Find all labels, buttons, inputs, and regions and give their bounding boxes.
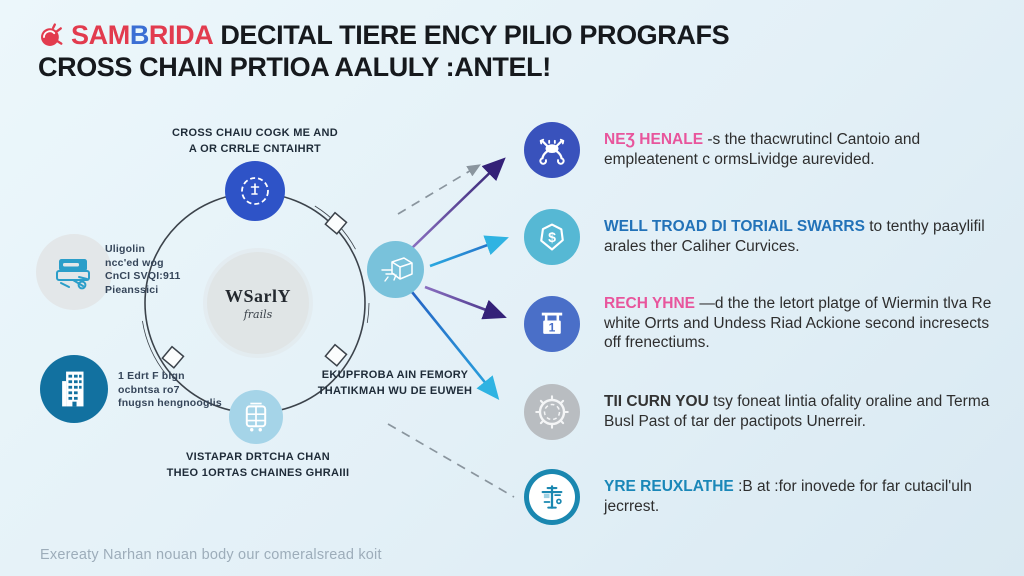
title-line2-text: CROSS CHAIN PRTIOA AALULY :ANTEL! (38, 52, 551, 82)
fan-arrows (410, 157, 509, 401)
title-line1-text: DECITAL TIERE ENCY PILIO PROGRAFS (220, 20, 730, 50)
item-4-text: TII CURN YOU tsy foneat lintia ofality o… (604, 392, 1000, 431)
arrow-to-item-1 (411, 157, 506, 249)
compass-icon (535, 395, 569, 429)
list-item: $ WELL TROAD DI TORIAIL SWARRS to tenthy… (524, 209, 1000, 265)
left-item-2-line1: 1 Edrt F blgn (118, 370, 185, 382)
item-5-text: YRE REUXLATHE :B at :for inovede for far… (604, 477, 1000, 516)
item-3-heading: RECH YHNE (604, 295, 696, 312)
center-title: WSarlY (225, 285, 291, 306)
item-3-body: —d the the letort platge of Wiermin tlva… (604, 295, 992, 352)
left-item-1-line4: Pieanssici (105, 283, 159, 296)
svg-text:1: 1 (549, 320, 556, 334)
item-4-icon-circle (524, 384, 580, 440)
logo-text: SAMBRIDA (71, 20, 214, 50)
list-item: YRE REUXLATHE :B at :for inovede for far… (524, 469, 1000, 525)
left-item-1-line3: CnCI SVQI:911 (105, 270, 181, 283)
ring-top-label-line2: A OR CRRLE CNTAIHRT (188, 142, 322, 155)
svg-text:$: $ (548, 230, 556, 246)
mid-label-line2: THATIKMAH WU DE EUWEH (317, 384, 473, 397)
item-2-heading: WELL TROAD DI TORIAIL SWARRS (604, 218, 865, 236)
cube-machine-icon (380, 256, 413, 282)
ring-connector-square (324, 211, 348, 235)
ring-bottom-label: VISTAPAR DRTCHA CHAN THEO 1ORTAS CHAINES… (108, 450, 408, 482)
item-1-icon-circle (524, 122, 580, 178)
hub-node (367, 241, 424, 298)
drone-icon (539, 138, 565, 165)
item-1-heading: NEƷ HENALE (604, 131, 704, 149)
dashed-line-top (397, 164, 481, 215)
left-item-2-label: 1 Edrt F blgn ocbntsa ro7 fnugsn hengnoo… (118, 370, 248, 411)
coin-globe-node (225, 161, 285, 221)
item-5-heading: YRE REUXLATHE (604, 478, 734, 496)
crab-logo-icon (38, 22, 64, 49)
ring-top-label-line1: CROSS CHAIU COGK ME AND (172, 127, 338, 139)
list-item: TII CURN YOU tsy foneat lintia ofality o… (524, 384, 1000, 440)
dashed-guides (387, 164, 515, 498)
item-5-body: :B at :for inovede for far cutacil'uln j… (604, 478, 972, 515)
footer-caption: Exereaty Narhan nouan body our comeralsr… (40, 547, 382, 563)
center-subtitle: frails (243, 307, 273, 321)
ring-bottom-label-line2: THEO 1ORTAS CHAINES GHRAIII (166, 466, 350, 479)
sign-number-1-icon: 1 (541, 312, 563, 334)
left-item-1-label: Uligolin ncc'ed wog CnCI SVQI:911 Pieans… (105, 243, 225, 298)
item-4-heading: TII CURN YOU (604, 393, 709, 411)
ring-connector-square (161, 345, 185, 369)
header-title-line1: SAMBRIDA DECITAL TIERE ENCY PILIO PROGRA… (38, 20, 730, 51)
ring-connector-square (324, 343, 348, 367)
item-5-icon-circle (524, 469, 580, 525)
left-item-1-line2: ncc'ed wog (105, 256, 164, 269)
item-2-icon-circle: $ (524, 209, 580, 265)
mid-label: EKUPFROBA AIN FEMORY THATIKMAH WU DE EUW… (285, 368, 505, 400)
printer-node (36, 234, 112, 310)
arrow-to-item-2 (429, 235, 509, 268)
item-2-text: WELL TROAD DI TORIAIL SWARRS to tenthy p… (604, 217, 1000, 256)
building-icon (62, 371, 84, 407)
mid-label-line1: EKUPFROBA AIN FEMORY (321, 369, 469, 381)
list-item: 1 RECH YHNE —d the the letort platge of … (524, 294, 1000, 353)
left-item-1-line1: Uligolin (105, 243, 146, 255)
building-node (40, 355, 108, 423)
list-item: NEƷ HENALE -s the thacwrutincl Cantoio a… (524, 122, 1000, 178)
left-item-2-line2: ocbntsa ro7 (118, 383, 180, 396)
header: SAMBRIDA DECITAL TIERE ENCY PILIO PROGRA… (38, 20, 730, 83)
item-2-body: to tenthy paaylifil arales ther Caliher … (604, 218, 985, 255)
item-4-body: tsy foneat lintia ofality oraline and Te… (604, 393, 990, 430)
item-3-text: RECH YHNE —d the the letort platge of Wi… (604, 294, 1000, 353)
item-1-text: NEƷ HENALE -s the thacwrutincl Cantoio a… (604, 130, 1000, 169)
item-1-body: -s the thacwrutincl Cantoio and empleate… (604, 131, 921, 168)
ring-bottom-label-line1: VISTAPAR DRTCHA CHAN (186, 451, 330, 463)
signpost-icon (541, 485, 563, 509)
item-3-icon-circle: 1 (524, 295, 580, 352)
dollar-hexagon-icon: $ (540, 223, 564, 251)
ring-top-label: CROSS CHAIU COGK ME AND A OR CRRLE CNTAI… (115, 126, 395, 158)
left-item-2-line3: fnugsn hengnooglis (118, 397, 222, 410)
printer-machine-icon (56, 259, 90, 290)
coin-icon (241, 177, 269, 205)
arrow-to-item-3 (424, 285, 507, 320)
